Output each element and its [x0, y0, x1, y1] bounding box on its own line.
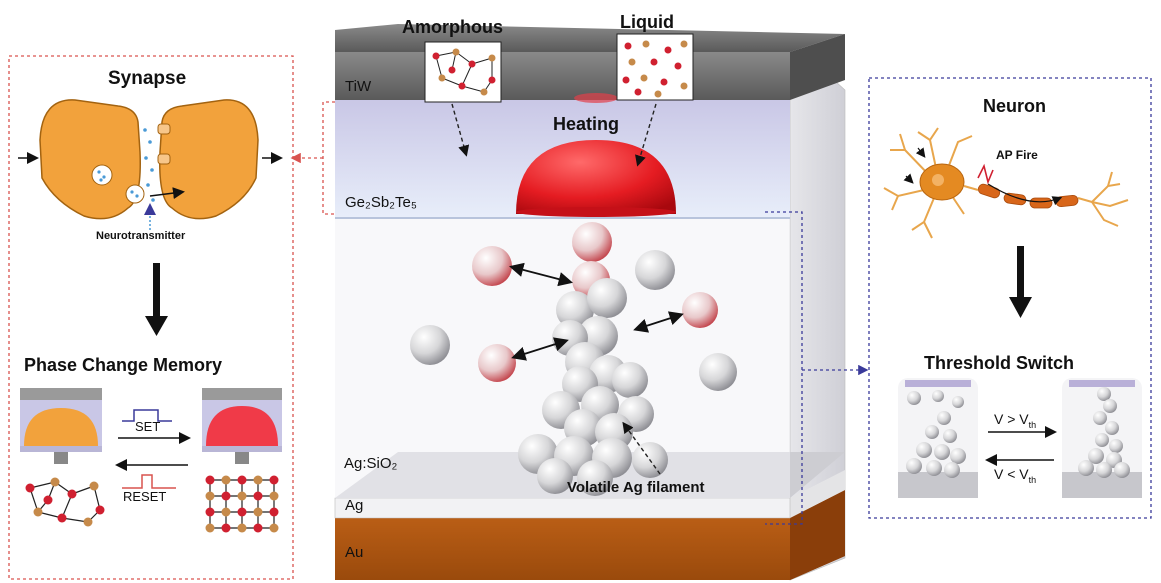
- heating-label: Heating: [553, 114, 620, 134]
- ap-fire-label: AP Fire: [996, 148, 1038, 162]
- switch-off-cell: [1062, 378, 1142, 498]
- ag-particles: [410, 222, 737, 496]
- v-less-label: V < Vth: [994, 466, 1037, 485]
- threshold-title: Threshold Switch: [924, 353, 1075, 373]
- amorphous-pointer: [451, 103, 470, 157]
- pcm-crystalline-cell: [202, 388, 282, 464]
- amorphous-atoms: [25, 477, 105, 527]
- switch-on-cell: [898, 378, 978, 498]
- set-label: SET: [135, 419, 161, 434]
- liquid-pointer: [635, 103, 657, 167]
- filament-label: Volatile Ag filament: [567, 479, 705, 496]
- neuron-to-switch-arrow: [1009, 246, 1032, 318]
- right-panel-border: [868, 77, 1152, 519]
- left-panel-border: [8, 55, 294, 580]
- diffusion-arrows: [509, 262, 684, 361]
- tiw-layer-label: TiW: [345, 78, 372, 95]
- crystalline-lattice: [209, 479, 275, 529]
- gst-layer-label: Ge₂Sb₂Te₅: [345, 194, 417, 211]
- synapse-illustration: [18, 99, 283, 230]
- liquid-inset: [616, 33, 694, 101]
- filament-pointer: [622, 421, 661, 475]
- neuron-illustration: [883, 127, 1129, 239]
- agsio2-layer-label: Ag:SiO₂: [344, 455, 398, 472]
- liquid-label: Liquid: [620, 12, 674, 32]
- amorphous-label: Amorphous: [402, 17, 503, 37]
- neurotransmitter-label: Neurotransmitter: [96, 230, 186, 242]
- pcm-title: Phase Change Memory: [24, 355, 223, 375]
- v-greater-label: V > Vth: [994, 411, 1037, 430]
- synapse-to-pcm-arrow: [145, 263, 168, 336]
- au-layer-label: Au: [345, 544, 364, 561]
- amorphous-inset: [424, 41, 502, 103]
- gst-bracket: [322, 101, 335, 215]
- pcm-amorphous-cell: [20, 388, 102, 464]
- set-reset-arrows: [115, 409, 191, 489]
- ag-layer-label: Ag: [345, 497, 364, 514]
- agsio2-bracket: [765, 211, 803, 525]
- neuron-title: Neuron: [983, 96, 1046, 116]
- crystalline-atoms: [205, 475, 279, 533]
- reset-label: RESET: [123, 489, 167, 504]
- synapse-title: Synapse: [108, 68, 187, 89]
